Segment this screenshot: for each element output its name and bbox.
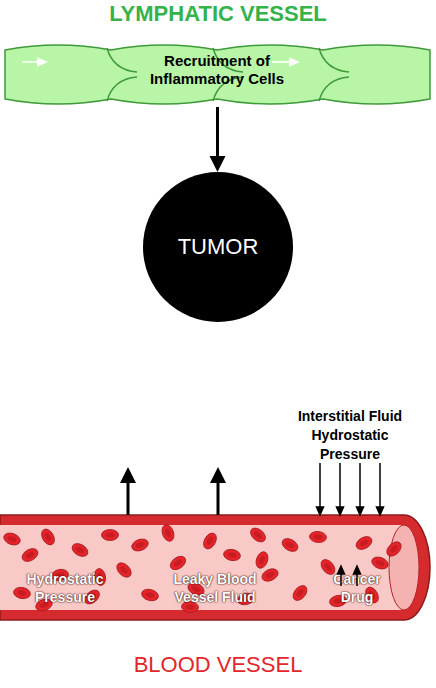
tumor-circle: TUMOR (143, 172, 293, 322)
flow-arrow (210, 107, 226, 172)
pressure-arrows (317, 463, 384, 515)
pressure-label: Interstitial Fluid Hydrostatic Pressure (280, 407, 420, 464)
tumor-label: TUMOR (143, 234, 293, 260)
flow-arrow (120, 467, 136, 515)
blood-vessel: Hydrostatic Pressure Leaky Blood Vessel F… (0, 515, 432, 620)
vessel-note: Cancer Drug (322, 570, 392, 606)
vessel-note: Recruitment of Inflammatory Cells (142, 52, 292, 88)
flow-arrow (210, 467, 226, 515)
vessel-heading: LYMPHATIC VESSEL (0, 5, 436, 23)
lymphatic-vessel: LYMPHATIC VESSELRecruitment of Inflammat… (5, 42, 430, 107)
vessel-note: Hydrostatic Pressure (15, 570, 115, 606)
vessel-note: Leaky Blood Vessel Fluid (165, 570, 265, 606)
vessel-heading: BLOOD VESSEL (0, 656, 436, 674)
